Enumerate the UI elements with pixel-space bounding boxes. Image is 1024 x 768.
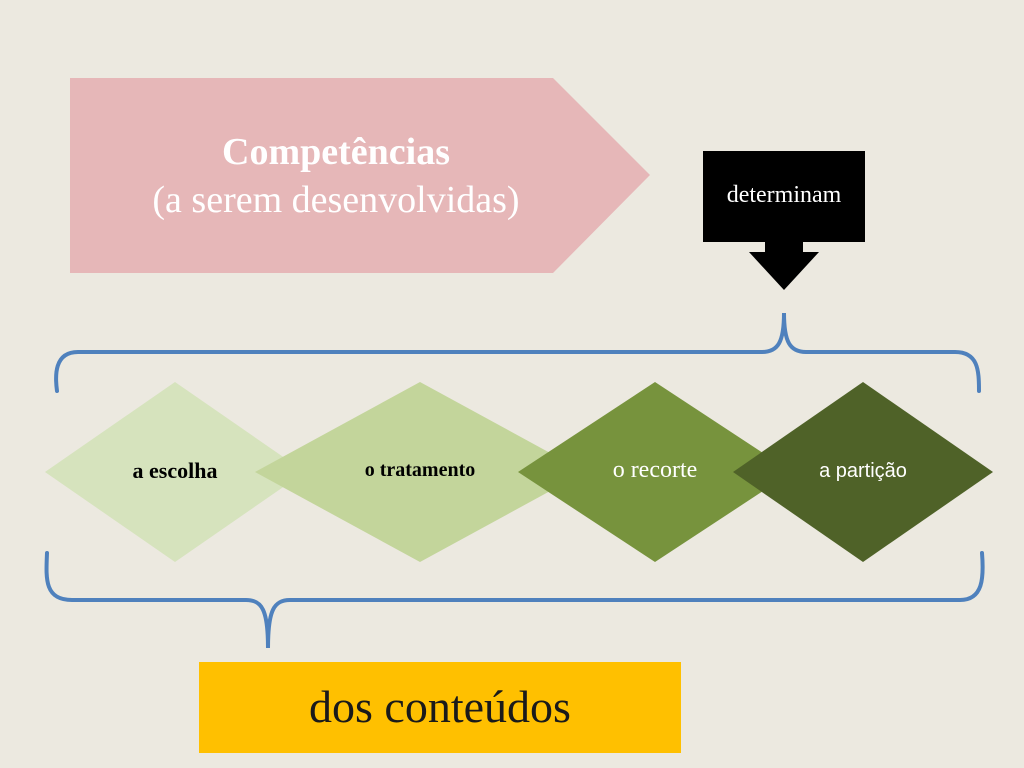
competencias-title: Competências <box>222 131 450 173</box>
diamond-a-particao <box>733 382 993 562</box>
competencias-subtitle: (a serem desenvolvidas) <box>152 179 520 221</box>
diamond-label-o-recorte: o recorte <box>612 457 698 483</box>
diamond-o-recorte <box>518 382 792 562</box>
down-arrow-icon <box>749 240 819 290</box>
diamond-a-escolha <box>45 382 305 562</box>
top-brace <box>54 312 981 393</box>
conteudos-box <box>199 662 681 753</box>
diamond-label-a-escolha: a escolha <box>132 458 218 483</box>
bottom-brace <box>44 551 985 649</box>
diamond-label-a-particao: a partição <box>819 460 907 482</box>
diamond-o-tratamento <box>255 382 585 562</box>
determinam-box <box>703 151 865 242</box>
competencias-arrow-shape <box>70 78 650 273</box>
diamond-label-o-tratamento: o tratamento <box>364 459 476 481</box>
determinam-label: determinam <box>726 182 842 208</box>
conteudos-label: dos conteúdos <box>309 681 571 732</box>
